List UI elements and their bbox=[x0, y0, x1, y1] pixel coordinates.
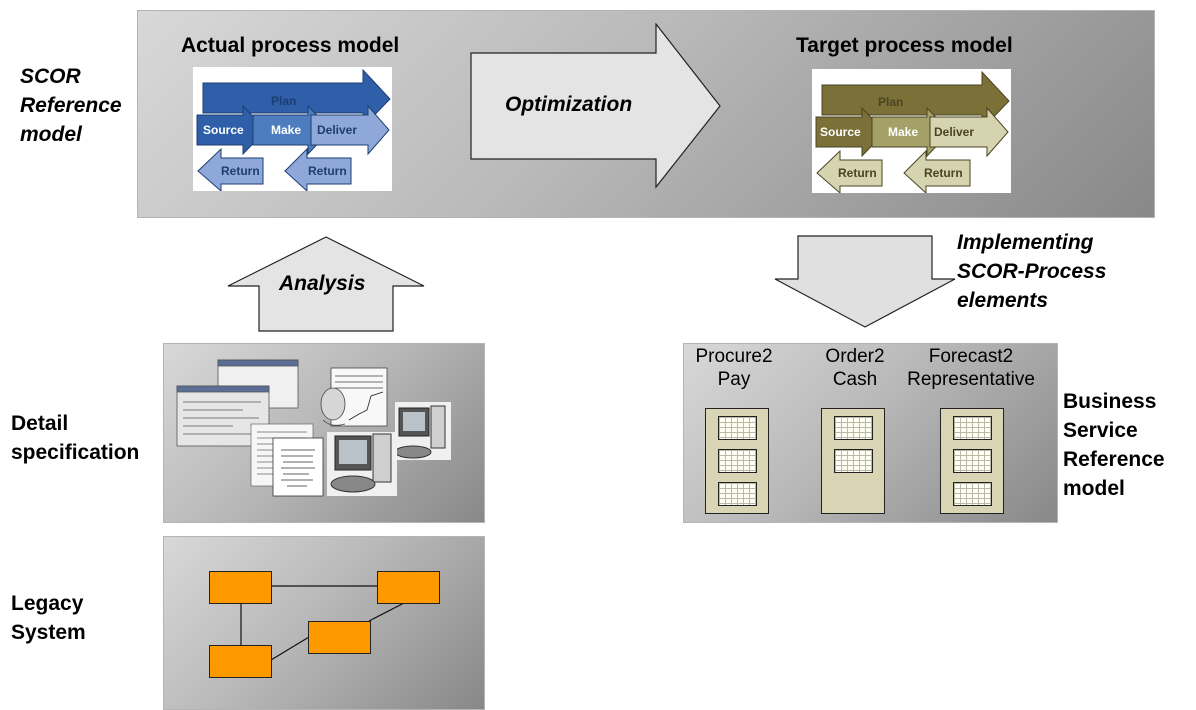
service-procure-line-1: Procure2 bbox=[695, 346, 773, 367]
target-source-text: Source bbox=[820, 125, 861, 139]
target-return-text-1: Return bbox=[838, 166, 877, 180]
legacy-connection-lines bbox=[240, 585, 409, 661]
scor-label-line-2: Reference bbox=[20, 94, 122, 117]
target-make-text: Make bbox=[888, 125, 918, 139]
service-cell bbox=[834, 416, 873, 440]
actual-process-model-title: Actual process model bbox=[181, 34, 400, 57]
return-text-1: Return bbox=[221, 164, 260, 178]
legacy-system-label: Legacy System bbox=[11, 589, 86, 647]
business-label-line-1: Business bbox=[1063, 390, 1157, 413]
target-return-text-2: Return bbox=[924, 166, 963, 180]
computer-icon-front bbox=[327, 432, 397, 496]
deliver-text: Deliver bbox=[317, 123, 357, 137]
service-order-line-2: Cash bbox=[832, 369, 878, 390]
service-folder-forecast2representative bbox=[940, 408, 1004, 514]
actual-process-cycle-diagram: Plan Source Make Deliver Return Return bbox=[193, 67, 392, 191]
plan-text: Plan bbox=[271, 94, 296, 108]
service-order-line-1: Order2 bbox=[825, 346, 885, 367]
detail-specification-label: Detail specification bbox=[11, 409, 139, 467]
business-label-line-3: Reference bbox=[1063, 448, 1165, 471]
analysis-arrow bbox=[227, 236, 425, 332]
target-process-model-title: Target process model bbox=[796, 34, 1013, 57]
target-process-cycle-diagram: Plan Source Make Deliver Return Return bbox=[812, 69, 1011, 193]
optimization-arrow bbox=[470, 23, 721, 189]
make-text: Make bbox=[271, 123, 301, 137]
service-procure-line-2: Pay bbox=[717, 369, 751, 390]
legacy-node-middle bbox=[308, 621, 371, 654]
target-deliver-text: Deliver bbox=[934, 125, 974, 139]
service-forecast-line-1: Forecast2 bbox=[928, 346, 1014, 367]
implementing-line-3: elements bbox=[957, 289, 1049, 312]
service-folder-order2cash bbox=[821, 408, 885, 514]
legacy-label-line-2: System bbox=[11, 621, 86, 644]
service-cell bbox=[718, 416, 757, 440]
service-header-forecast2representative: Forecast2 Representative bbox=[906, 345, 1036, 391]
source-text: Source bbox=[203, 123, 244, 137]
return-text-2: Return bbox=[308, 164, 347, 178]
scor-reference-model-label: SCOR Reference model bbox=[20, 62, 122, 149]
service-header-procure2pay: Procure2 Pay bbox=[669, 345, 799, 391]
service-header-order2cash: Order2 Cash bbox=[790, 345, 920, 391]
detail-label-line-2: specification bbox=[11, 441, 140, 464]
legacy-node-bottom-left bbox=[209, 645, 272, 678]
target-plan-text: Plan bbox=[878, 95, 903, 109]
implementing-line-1: Implementing bbox=[957, 231, 1094, 254]
legacy-node-top-left bbox=[209, 571, 272, 604]
legacy-node-top-right bbox=[377, 571, 440, 604]
service-cell bbox=[953, 482, 992, 506]
business-label-line-4: model bbox=[1063, 477, 1125, 500]
scor-label-line-3: model bbox=[20, 123, 82, 146]
computer-icon-back bbox=[394, 402, 451, 460]
scor-label-line-1: SCOR bbox=[20, 65, 81, 88]
service-cell bbox=[953, 449, 992, 473]
service-cell bbox=[953, 416, 992, 440]
documents-and-computers-illustration bbox=[176, 359, 451, 497]
service-cell bbox=[718, 449, 757, 473]
business-label-line-2: Service bbox=[1063, 419, 1138, 442]
business-service-reference-model-label: Business Service Reference model bbox=[1063, 387, 1165, 503]
legacy-label-line-1: Legacy bbox=[11, 592, 84, 615]
implementing-label: Implementing SCOR-Process elements bbox=[957, 228, 1106, 315]
implementing-line-2: SCOR-Process bbox=[957, 260, 1107, 283]
optimization-label: Optimization bbox=[505, 93, 633, 116]
service-cell bbox=[834, 449, 873, 473]
mouse-icon bbox=[320, 387, 346, 426]
text-document-front bbox=[272, 437, 324, 497]
detail-label-line-1: Detail bbox=[11, 412, 69, 435]
service-cell bbox=[718, 482, 757, 506]
implementing-arrow bbox=[774, 235, 956, 328]
service-forecast-line-2: Representative bbox=[907, 369, 1035, 390]
service-folder-procure2pay bbox=[705, 408, 769, 514]
analysis-label: Analysis bbox=[279, 272, 366, 295]
